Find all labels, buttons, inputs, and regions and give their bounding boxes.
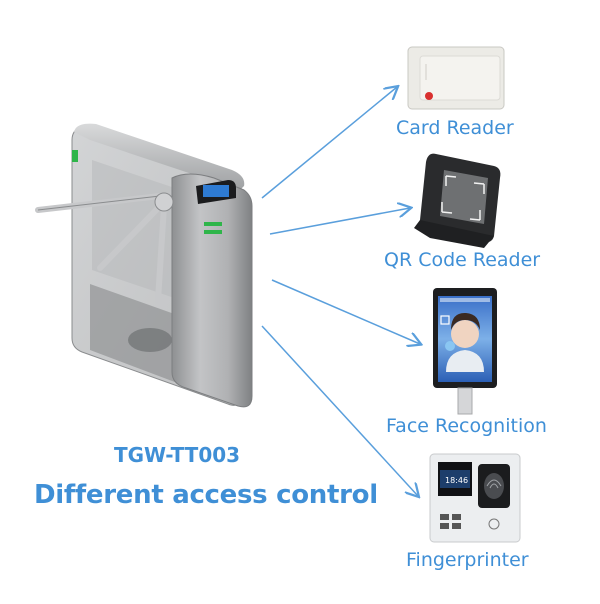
model-number: TGW-TT003 bbox=[114, 443, 241, 467]
headline-title: Different access control bbox=[34, 480, 378, 510]
arrow-to-card-reader bbox=[261, 87, 397, 199]
face-terminal-image bbox=[433, 288, 497, 415]
arrow-to-qr-reader bbox=[269, 208, 410, 235]
qr-reader-image bbox=[414, 153, 501, 248]
tripod-turnstile-image bbox=[35, 123, 253, 408]
face-recognition-label: Face Recognition bbox=[386, 415, 547, 437]
card-reader-label: Card Reader bbox=[396, 117, 514, 139]
connector-arrows bbox=[261, 87, 420, 496]
fingerprinter-label: Fingerprinter bbox=[406, 549, 529, 571]
arrow-to-face-recognition bbox=[271, 279, 420, 344]
fingerprint-screen-clock: 18:46 bbox=[445, 476, 468, 485]
qr-code-reader-label: QR Code Reader bbox=[384, 249, 541, 271]
card-reader-image bbox=[407, 46, 505, 110]
arrow-to-fingerprinter bbox=[261, 325, 418, 496]
fingerprint-terminal-image bbox=[429, 453, 521, 543]
